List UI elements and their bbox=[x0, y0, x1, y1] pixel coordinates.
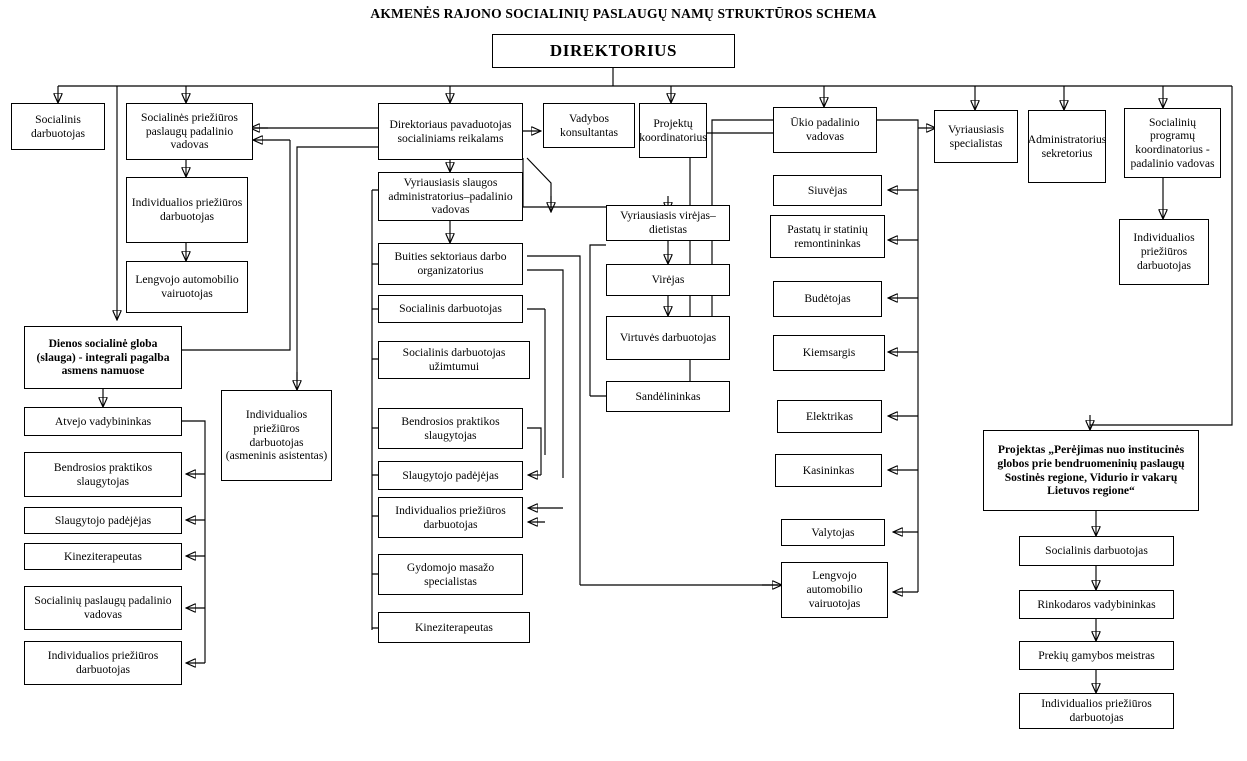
node-gydomojo-masazo-specialistas[interactable]: Gydomojo masažo specialistas bbox=[378, 554, 523, 595]
node-kiemsargis[interactable]: Kiemsargis bbox=[773, 335, 885, 371]
node-prekiu-gamybos-meistras[interactable]: Prekių gamybos meistras bbox=[1019, 641, 1174, 670]
node-virtuves-darbuotojas[interactable]: Virtuvės darbuotojas bbox=[606, 316, 730, 360]
node-buities-sektoriaus-organizatorius[interactable]: Buities sektoriaus darbo organizatorius bbox=[378, 243, 523, 285]
node-direktoriaus-pavaduotojas[interactable]: Direktoriaus pavaduotojas socialiniams r… bbox=[378, 103, 523, 160]
node-individualios-prieziuros-darbuotojas-center[interactable]: Individualios priežiūros darbuotojas bbox=[378, 497, 523, 538]
node-vyriausiasis-virejas-dietistas[interactable]: Vyriausiasis virėjas–dietistas bbox=[606, 205, 730, 241]
node-projektu-koordinatorius[interactable]: Projektų koordinatorius bbox=[639, 103, 707, 158]
node-kineziterapeutas-left[interactable]: Kineziterapeutas bbox=[24, 543, 182, 570]
node-dienos-socialine-globa[interactable]: Dienos socialinė globa (slauga) - integr… bbox=[24, 326, 182, 389]
page-title: AKMENĖS RAJONO SOCIALINIŲ PASLAUGŲ NAMŲ … bbox=[370, 6, 877, 21]
node-sandelininkas[interactable]: Sandėlininkas bbox=[606, 381, 730, 412]
node-atvejo-vadybininkas[interactable]: Atvejo vadybininkas bbox=[24, 407, 182, 436]
node-bendrosios-praktikos-slaugytojas-center[interactable]: Bendrosios praktikos slaugytojas bbox=[378, 408, 523, 449]
node-individualios-prieziuros-darbuotojas-right[interactable]: Individualios priežiūros darbuotojas bbox=[1119, 219, 1209, 285]
node-individualios-prieziuros-darbuotojas-2[interactable]: Individualios priežiūros darbuotojas bbox=[24, 641, 182, 685]
node-virejas[interactable]: Virėjas bbox=[606, 264, 730, 296]
node-individualios-prieziuros-asmeninis-asistentas[interactable]: Individualios priežiūros darbuotojas (as… bbox=[221, 390, 332, 481]
node-socialiniu-programu-koordinatorius[interactable]: Socialinių programų koordinatorius -pada… bbox=[1124, 108, 1221, 178]
node-socialinis-darbuotojas-projekt[interactable]: Socialinis darbuotojas bbox=[1019, 536, 1174, 566]
node-individualios-prieziuros-darbuotojas-projekt[interactable]: Individualios priežiūros darbuotojas bbox=[1019, 693, 1174, 729]
node-administratorius-sekretorius[interactable]: Administratorius sekretorius bbox=[1028, 110, 1106, 183]
node-slaugytojo-padejejas-center[interactable]: Slaugytojo padėjėjas bbox=[378, 461, 523, 490]
node-lengvojo-automobilio-vairuotojas-right[interactable]: Lengvojo automobilio vairuotojas bbox=[781, 562, 888, 618]
node-socialinis-darbuotojas-center[interactable]: Socialinis darbuotojas bbox=[378, 295, 523, 323]
node-individualios-prieziuros-darbuotojas-1[interactable]: Individualios priežiūros darbuotojas bbox=[126, 177, 248, 243]
node-kasininkas[interactable]: Kasininkas bbox=[775, 454, 882, 487]
node-elektrikas[interactable]: Elektrikas bbox=[777, 400, 882, 433]
node-socialinis-darbuotojas-uzimtumui[interactable]: Socialinis darbuotojas užimtumui bbox=[378, 341, 530, 379]
node-rinkodaros-vadybininkas[interactable]: Rinkodaros vadybininkas bbox=[1019, 590, 1174, 619]
node-valytojas[interactable]: Valytojas bbox=[781, 519, 885, 546]
node-slaugytojo-padejejas-left[interactable]: Slaugytojo padėjėjas bbox=[24, 507, 182, 534]
node-lengvojo-automobilio-vairuotojas-left[interactable]: Lengvojo automobilio vairuotojas bbox=[126, 261, 248, 313]
node-socialiniu-paslaugu-padalinio-vadovas[interactable]: Socialinių paslaugų padalinio vadovas bbox=[24, 586, 182, 630]
node-direktorius[interactable]: DIREKTORIUS bbox=[492, 34, 735, 68]
node-projektas[interactable]: Projektas „Perėjimas nuo institucinės gl… bbox=[983, 430, 1199, 511]
node-kineziterapeutas-center[interactable]: Kineziterapeutas bbox=[378, 612, 530, 643]
node-budetojas[interactable]: Budėtojas bbox=[773, 281, 882, 317]
node-socialines-prieziuros-vadovas[interactable]: Socialinės priežiūros paslaugų padalinio… bbox=[126, 103, 253, 160]
node-siuvejas[interactable]: Siuvėjas bbox=[773, 175, 882, 206]
node-vyriausiasis-slaugos-administratorius[interactable]: Vyriausiasis slaugos administratorius–pa… bbox=[378, 172, 523, 221]
node-ukio-padalinio-vadovas[interactable]: Ūkio padalinio vadovas bbox=[773, 107, 877, 153]
node-socialinis-darbuotojas-left[interactable]: Socialinis darbuotojas bbox=[11, 103, 105, 150]
node-vadybos-konsultantas[interactable]: Vadybos konsultantas bbox=[543, 103, 635, 148]
node-bendrosios-praktikos-slaugytojas-left[interactable]: Bendrosios praktikos slaugytojas bbox=[24, 452, 182, 497]
node-vyriausiasis-specialistas[interactable]: Vyriausiasis specialistas bbox=[934, 110, 1018, 163]
node-pastatu-ir-statiniu-remontininkas[interactable]: Pastatų ir statinių remontininkas bbox=[770, 215, 885, 258]
